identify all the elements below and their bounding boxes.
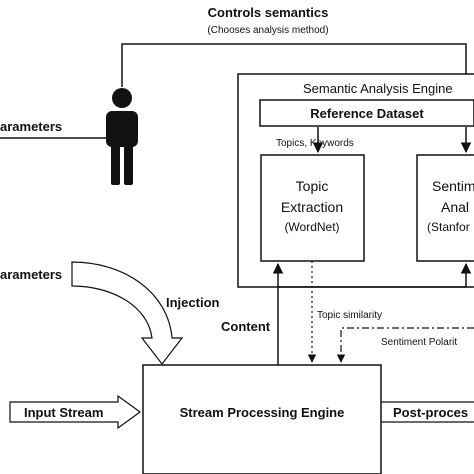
topic-extraction-line2: Extraction: [281, 199, 343, 215]
reference-dataset-box: [259, 99, 474, 127]
reference-dataset-label: Reference Dataset: [310, 106, 424, 121]
parameters-label-bottom: arameters: [0, 267, 62, 282]
input-stream-label: Input Stream: [24, 405, 103, 420]
output-stream-arrow: [381, 401, 474, 423]
semantic-analysis-engine-title: Semantic Analysis Engine: [303, 81, 453, 96]
content-label: Content: [221, 319, 271, 334]
sentiment-polarity-connector: [336, 327, 474, 363]
input-stream-arrow: [9, 394, 142, 430]
sentiment-analysis-line1: Sentim: [432, 178, 474, 194]
topic-similarity-label: Topic similarity: [317, 310, 382, 321]
injection-label: Injection: [166, 295, 220, 310]
controls-semantics-subtitle: (Chooses analysis method): [207, 25, 328, 36]
controls-semantics-label: Controls semantics: [208, 5, 329, 20]
topic-extraction-line3: (WordNet): [284, 220, 339, 234]
control-connector: [121, 43, 467, 87]
post-processing-label: Post-proces: [393, 405, 468, 420]
parameters-label-top: arameters: [0, 119, 62, 134]
sentiment-polarity-label: Sentiment Polarit: [381, 337, 457, 348]
sentiment-analysis-box: [416, 154, 474, 262]
user-person-icon: [106, 88, 138, 185]
stream-processing-engine-box: [142, 364, 382, 474]
topic-extraction-line1: Topic: [296, 178, 329, 194]
sentiment-analysis-line2: Anal: [441, 199, 469, 215]
injection-hollow-arrow: [71, 261, 184, 365]
stream-processing-engine-label: Stream Processing Engine: [180, 405, 345, 420]
topics-keywords-label: Topics, Keywords: [276, 138, 354, 149]
sentiment-analysis-line3: (Stanfor: [427, 220, 470, 234]
